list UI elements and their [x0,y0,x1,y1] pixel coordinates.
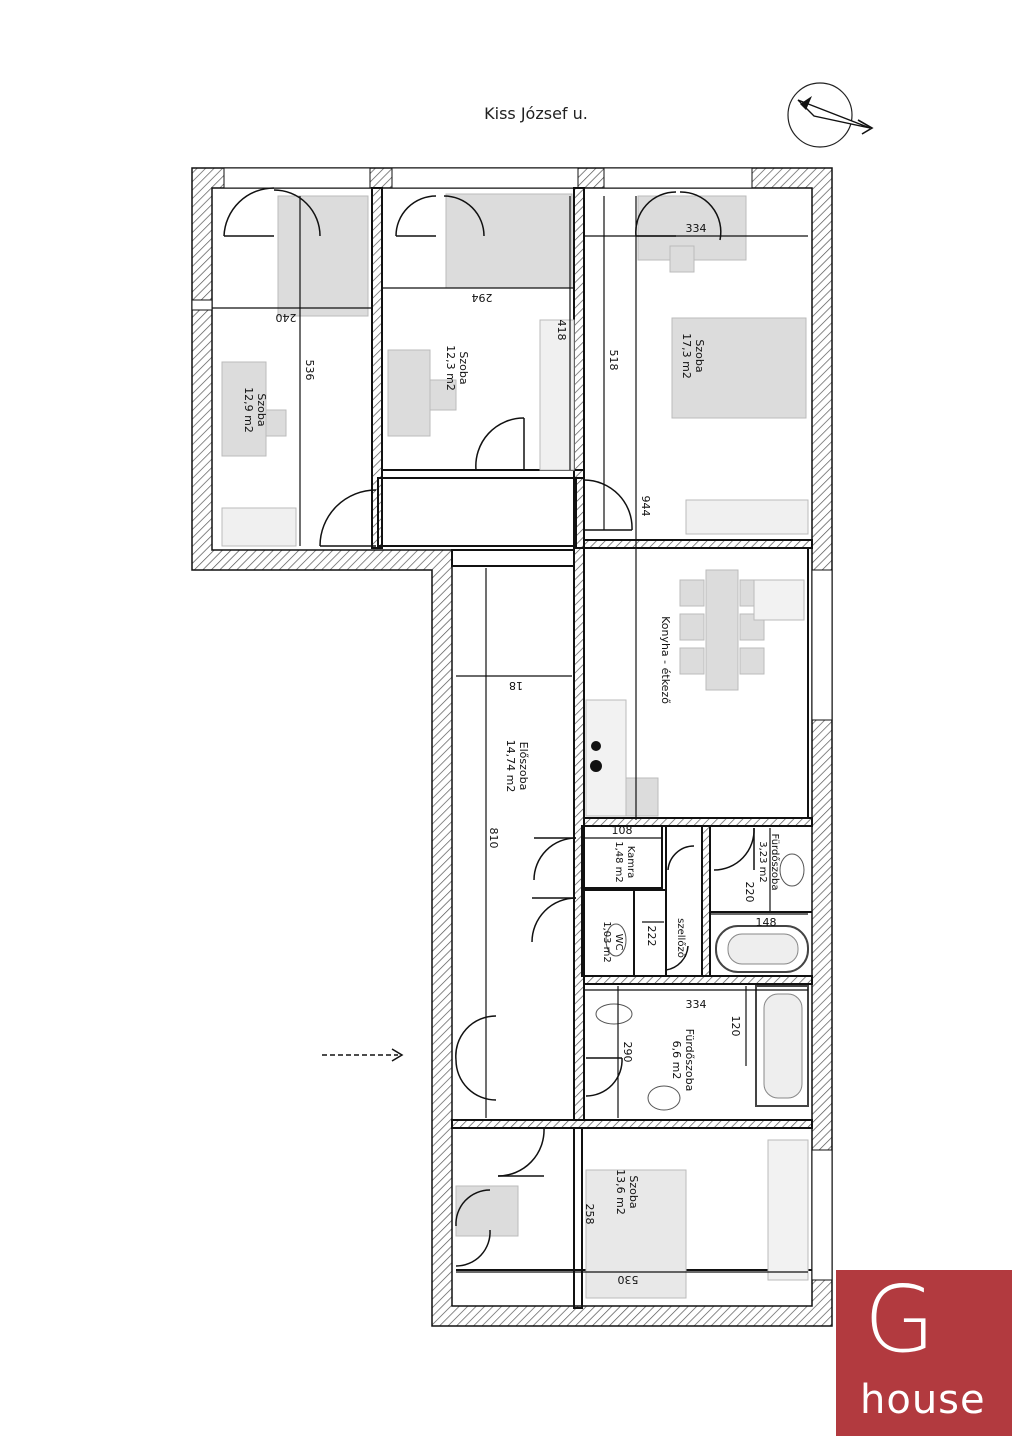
bathtub-icon [755,985,809,1107]
room-label: WC1,03 m2 [601,921,624,963]
dimension-label: 108 [612,824,633,837]
room-label: Fürdőszoba3,23 m2 [757,834,781,891]
dimension-label: 120 [729,1016,742,1037]
dimension-label: 418 [555,320,568,341]
kitchen-counter [585,699,627,817]
furniture [221,193,809,1299]
chair [739,647,765,675]
interior-walls [371,187,813,1309]
toilet-icon [605,923,627,957]
desk [221,361,267,457]
dimension-label: 240 [276,311,297,324]
room-label: Szoba13,6 m2 [614,1169,640,1215]
dining-table [705,569,739,691]
chair [429,379,457,411]
bed [671,317,807,419]
dimension-label: 944 [639,496,652,517]
dimension-label: 334 [686,222,707,235]
dimension-label: 222 [645,926,658,947]
room-label: Konyha - étkező [659,616,672,704]
shelf [685,499,809,535]
chair [679,613,705,641]
dimension-lines [212,196,808,1304]
stove-icon [590,741,602,772]
room-label: szellőző [675,918,687,958]
chair [679,647,705,675]
dimension-label: 536 [303,360,316,381]
dimension-label: 18 [509,679,523,692]
dimension-label: 290 [621,1042,634,1063]
g-house-logo: G house [836,1270,1012,1436]
outer-walls [191,167,833,1327]
bathtub-icon [715,925,809,973]
north-arrow-icon [787,82,874,148]
logo-word: house [860,1377,986,1423]
bed [585,1169,687,1299]
cabinet [753,579,805,621]
dimension-label: 294 [472,291,493,304]
room-label: Kamra1,48 m2 [613,841,636,883]
bed [445,193,573,289]
wardrobe [767,1139,809,1281]
sink-icon [595,853,805,1111]
dimension-label: 258 [583,1204,596,1225]
desk [387,349,431,437]
dimension-label: 220 [743,882,756,903]
dimension-labels: 240 536 294 418 334 518 944 18 810 108 2… [276,222,777,1286]
dimension-label: 148 [756,916,777,929]
wardrobe [539,319,575,471]
dimension-label: 518 [607,350,620,371]
room-label: Fürdőszoba6,6 m2 [670,1029,696,1092]
room-label: Szoba12,9 m2 [242,387,268,433]
room-label: Szoba17,3 m2 [680,333,706,379]
bed [277,195,369,317]
cabinet [455,1185,519,1237]
chair [679,579,705,607]
logo-letter: G [864,1266,936,1373]
shelf [221,507,297,547]
dimension-label: 810 [487,828,500,849]
room-label: Előszoba14,74 m2 [504,740,530,793]
dimension-label: 334 [686,998,707,1011]
dimension-label: 530 [618,1273,639,1286]
chair [265,409,287,437]
street-name: Kiss József u. [484,104,588,123]
room-label: Szoba12,3 m2 [444,345,470,391]
chair [669,245,695,273]
cabinet [625,777,659,817]
entrance-arrow-icon [322,1048,404,1062]
